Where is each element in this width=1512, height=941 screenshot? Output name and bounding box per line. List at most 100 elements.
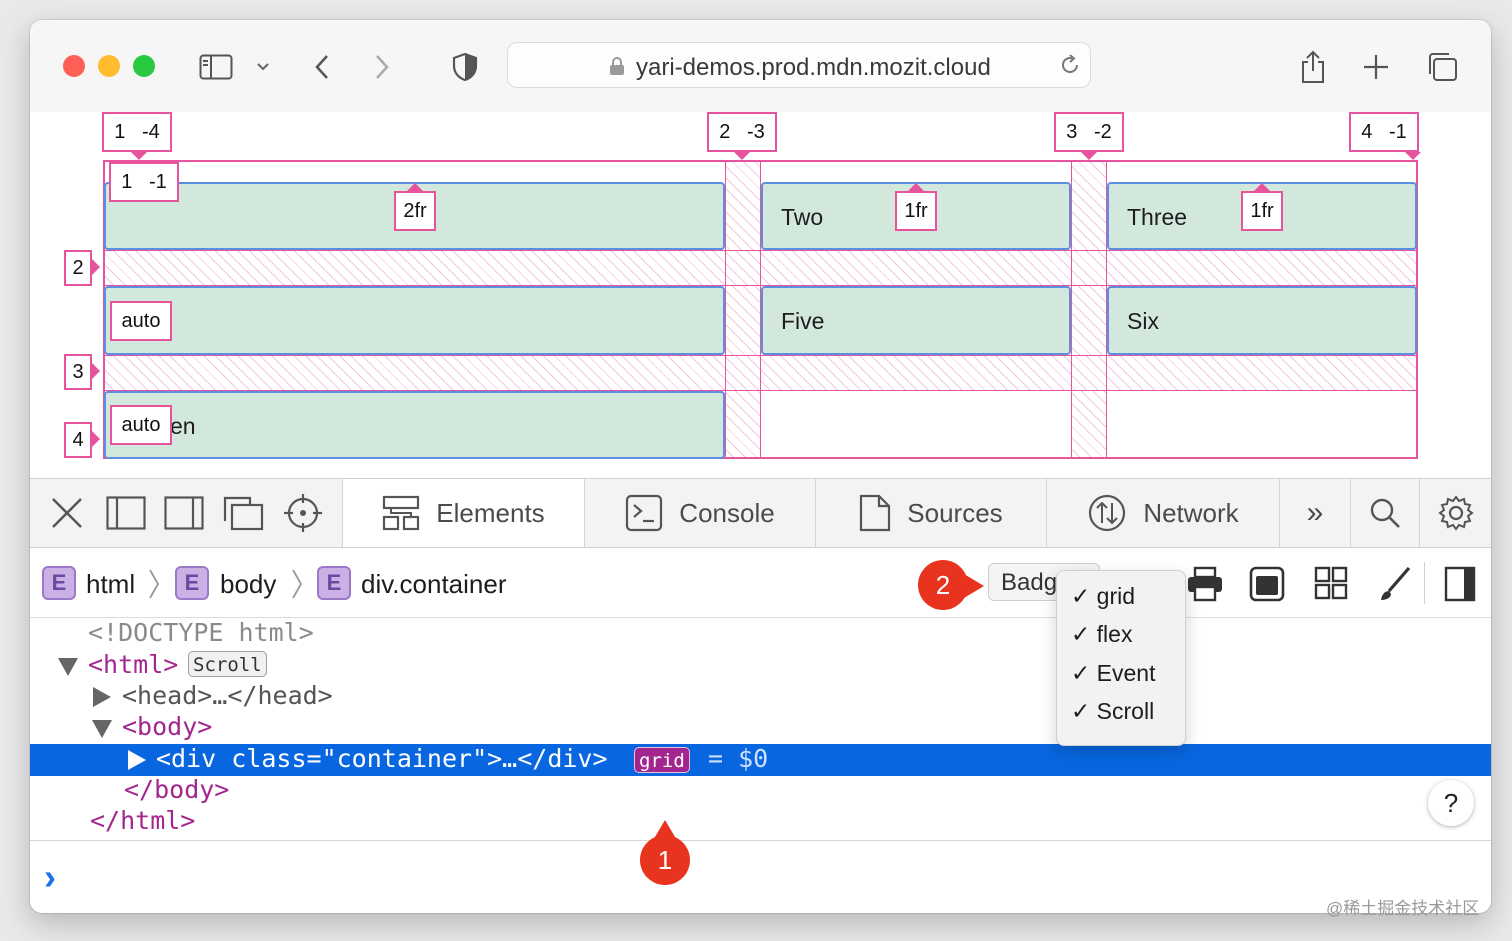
grid-line bbox=[1071, 160, 1072, 459]
dom-selected-ref: = $0 bbox=[708, 744, 769, 773]
annotation-marker-1: 1 bbox=[640, 835, 690, 885]
badges-menu: ✓ grid ✓ flex ✓ Event ✓ Scroll bbox=[1056, 570, 1186, 746]
dom-body-open[interactable]: <body> bbox=[122, 712, 213, 741]
paintbrush-icon[interactable] bbox=[1377, 565, 1413, 608]
label-pointer bbox=[407, 183, 423, 191]
element-badge: E bbox=[42, 566, 76, 600]
grid-item-text: Three bbox=[1127, 204, 1188, 230]
close-icon[interactable] bbox=[50, 479, 84, 547]
column-line-label-4: 4 -1 bbox=[1349, 112, 1419, 152]
element-badge: E bbox=[175, 566, 209, 600]
sources-icon bbox=[860, 494, 891, 532]
tab-sources[interactable]: Sources bbox=[816, 479, 1046, 547]
console-prompt[interactable]: › bbox=[44, 856, 56, 897]
disclosure-closed-icon[interactable] bbox=[128, 750, 146, 770]
element-badge: E bbox=[317, 566, 351, 600]
breadcrumb-body[interactable]: body bbox=[220, 569, 277, 599]
track-size-label-row3: auto bbox=[110, 405, 172, 445]
marker-pointer bbox=[964, 574, 984, 598]
dom-div-container[interactable]: <div class="container">…</div> bbox=[156, 744, 608, 773]
scroll-badge[interactable]: Scroll bbox=[188, 651, 267, 677]
track-size-label-col1: 2fr bbox=[394, 191, 436, 231]
more-tabs-button[interactable]: » bbox=[1306, 496, 1324, 529]
address-bar[interactable]: yari-demos.prod.mdn.mozit.cloud bbox=[507, 42, 1091, 88]
breadcrumb-html[interactable]: html bbox=[86, 569, 136, 599]
elements-icon bbox=[383, 495, 420, 531]
breadcrumb-div-container[interactable]: div.container bbox=[361, 569, 507, 599]
minimize-window-button[interactable] bbox=[98, 55, 120, 77]
row-line-label-4: 4 bbox=[64, 422, 92, 458]
search-icon[interactable] bbox=[1351, 479, 1419, 547]
menu-item-label: Scroll bbox=[1096, 698, 1155, 724]
undock-icon[interactable] bbox=[222, 479, 264, 547]
screenshot-icon[interactable] bbox=[1249, 566, 1285, 607]
dock-side-icon[interactable] bbox=[164, 479, 204, 547]
tab-label: Network bbox=[1143, 497, 1239, 528]
grid-item-five: Five bbox=[761, 286, 1071, 355]
divider bbox=[30, 840, 1491, 841]
share-icon[interactable] bbox=[1295, 50, 1331, 84]
layout-grid-icon[interactable] bbox=[1314, 566, 1348, 605]
gear-icon[interactable] bbox=[1420, 479, 1491, 547]
breadcrumb-chevron-icon bbox=[149, 569, 160, 599]
reload-icon[interactable] bbox=[1058, 53, 1082, 82]
divider bbox=[1046, 479, 1047, 547]
label-pointer bbox=[1081, 152, 1097, 160]
forward-icon[interactable] bbox=[364, 50, 400, 84]
dock-bottom-icon[interactable] bbox=[106, 479, 146, 547]
tab-label: Console bbox=[679, 497, 775, 528]
menu-item-label: Event bbox=[1096, 660, 1156, 686]
disclosure-open-icon[interactable] bbox=[92, 720, 112, 738]
tab-console[interactable]: Console bbox=[585, 479, 815, 547]
dom-html-close[interactable]: </html> bbox=[90, 806, 196, 835]
dom-html-open[interactable]: <html> bbox=[88, 650, 179, 679]
network-icon bbox=[1089, 494, 1126, 532]
dom-doctype: <!DOCTYPE html> bbox=[88, 618, 314, 647]
menu-item-label: flex bbox=[1096, 621, 1133, 647]
track-size-label-row2: auto bbox=[110, 301, 172, 341]
row-line-label-2: 2 bbox=[64, 250, 92, 286]
watermark: @稀土掘金技术社区 bbox=[1326, 899, 1480, 918]
dom-body-close[interactable]: </body> bbox=[124, 775, 230, 804]
lock-icon bbox=[609, 56, 625, 81]
toggle-sidebar-icon[interactable] bbox=[1444, 566, 1476, 607]
grid-line bbox=[103, 250, 1418, 251]
menu-item-flex[interactable]: ✓ flex bbox=[1071, 621, 1133, 647]
menu-item-event[interactable]: ✓ Event bbox=[1071, 660, 1156, 686]
dom-head[interactable]: <head>…</head> bbox=[122, 681, 333, 710]
breadcrumb: E html E body E div.container Badges bbox=[30, 548, 1491, 618]
column-line-label-1: 1 -4 bbox=[102, 112, 172, 152]
tabs-overview-icon[interactable] bbox=[1424, 50, 1460, 84]
close-window-button[interactable] bbox=[63, 55, 85, 77]
divider bbox=[1424, 562, 1425, 604]
chevron-down-icon[interactable] bbox=[245, 50, 281, 84]
row-line-label-3: 3 bbox=[64, 354, 92, 390]
grid-item-text: Six bbox=[1127, 308, 1159, 334]
disclosure-closed-icon[interactable] bbox=[93, 687, 111, 707]
menu-item-scroll[interactable]: ✓ Scroll bbox=[1071, 698, 1155, 724]
grid-column-gap bbox=[1071, 160, 1106, 459]
devtools-tab-bar: Elements Console Sources Network » bbox=[30, 478, 1491, 548]
tab-label: Sources bbox=[907, 497, 1003, 528]
menu-item-label: grid bbox=[1096, 583, 1136, 609]
help-button[interactable]: ? bbox=[1428, 780, 1474, 826]
maximize-window-button[interactable] bbox=[133, 55, 155, 77]
tab-network[interactable]: Network bbox=[1047, 479, 1279, 547]
shield-icon[interactable] bbox=[447, 50, 483, 84]
menu-item-grid[interactable]: ✓ grid bbox=[1071, 583, 1136, 609]
row-line-label-1: 1 -1 bbox=[109, 162, 179, 202]
label-pointer bbox=[908, 183, 924, 191]
dom-selected-row[interactable]: <div class="container">…</div> grid = $0 bbox=[30, 744, 1491, 776]
plus-icon[interactable] bbox=[1358, 50, 1394, 84]
print-icon[interactable] bbox=[1186, 566, 1224, 607]
grid-badge[interactable]: grid bbox=[634, 747, 690, 773]
sidebar-icon[interactable] bbox=[198, 50, 234, 84]
tab-label: Elements bbox=[436, 497, 545, 528]
track-size-label-col2: 1fr bbox=[895, 191, 937, 231]
back-icon[interactable] bbox=[304, 50, 340, 84]
element-picker-icon[interactable] bbox=[283, 479, 323, 547]
disclosure-open-icon[interactable] bbox=[58, 658, 78, 676]
page-viewport: Two Three Five Six en 1 -4 2 -3 3 -2 4 -… bbox=[30, 112, 1491, 478]
tab-elements[interactable]: Elements bbox=[343, 479, 584, 547]
grid-item-text-fragment: en bbox=[170, 413, 196, 439]
